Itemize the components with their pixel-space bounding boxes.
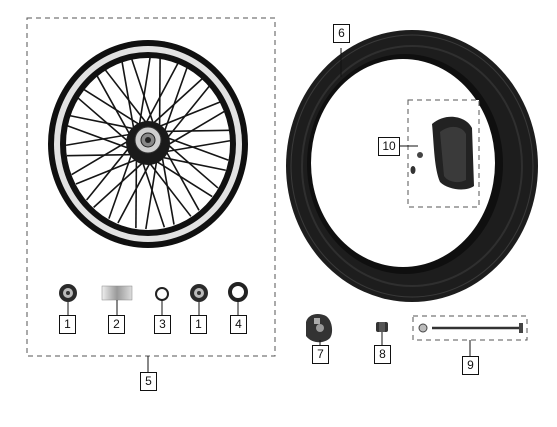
spoke [141,159,166,228]
callout-1-bearing-second: 1 [190,315,207,334]
spoke [71,139,131,176]
leader-lines-parts [67,300,239,372]
spoke [135,156,138,229]
bearing-1b [190,284,208,302]
spoke [163,139,231,153]
callout-6-tire: 6 [333,24,350,43]
spoke [164,136,229,161]
callout-2-spacer: 2 [108,315,125,334]
spoke [165,85,211,141]
spoke [65,133,133,147]
axle-group-box [412,315,528,341]
spacer-collar [101,285,133,301]
axle-collar [376,322,388,332]
spoke [83,88,143,127]
spoke [162,67,188,135]
callout-8-collar: 8 [374,345,391,364]
front-wheel [48,40,248,248]
callout-9-axle: 9 [462,356,479,375]
washer [155,287,169,301]
callout-1-bearing: 1 [59,315,76,334]
spoke [104,69,149,126]
spoke [108,151,134,219]
oil-seal [228,282,248,302]
callout-10-inner-tube: 10 [378,137,400,156]
spoke [130,58,155,127]
spoke [85,145,131,201]
bearing-1a [59,284,77,302]
spoke [70,114,137,130]
inner-tube [410,116,474,190]
callout-4-oil-seal: 4 [230,315,247,334]
speedometer-gear-housing [306,314,333,343]
callout-5-wheel-assembly: 5 [140,372,157,391]
spoke [153,159,213,198]
front-axle [418,323,523,333]
callout-7-gear-housing: 7 [312,345,329,364]
spoke [158,57,161,130]
wheel-spokes [65,56,231,230]
spoke [159,156,226,172]
spoke [147,160,192,217]
wheel-assembly-group-box [26,17,276,357]
callout-3-washer: 3 [154,315,171,334]
